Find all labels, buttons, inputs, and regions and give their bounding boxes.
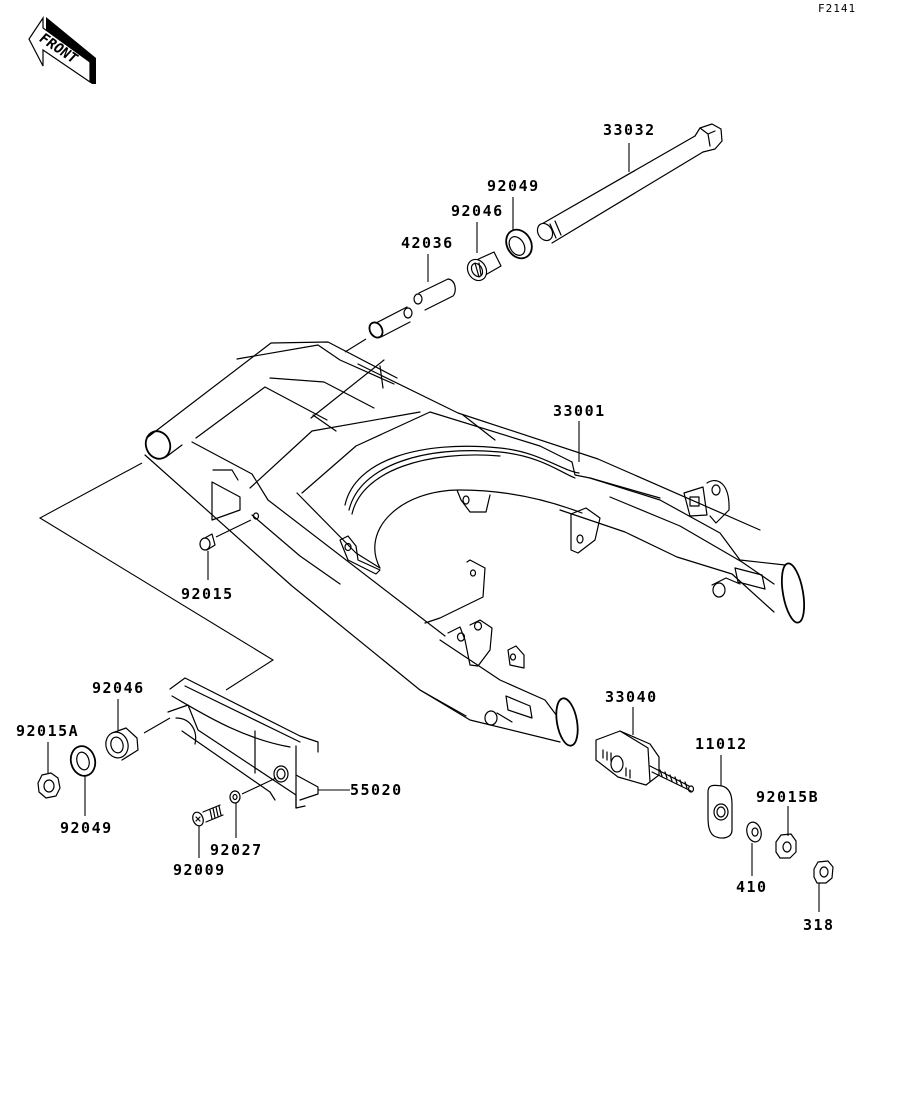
part-label-92027[interactable]: 92027: [210, 841, 263, 859]
part-label-92046-bottom[interactable]: 92046: [92, 679, 145, 697]
part-label-318[interactable]: 318: [803, 916, 835, 934]
washer-410[interactable]: [745, 821, 764, 844]
plate-11012[interactable]: [707, 784, 733, 839]
washer-92049-bottom[interactable]: [68, 743, 99, 778]
swingarm-33001[interactable]: [142, 341, 808, 747]
pivot-shaft-33032[interactable]: [534, 123, 723, 244]
screw-92009[interactable]: [191, 804, 224, 827]
chain-guide-55020[interactable]: [167, 677, 319, 809]
bearing-92046-bottom[interactable]: [103, 727, 139, 761]
part-label-92015[interactable]: 92015: [181, 585, 234, 603]
seal-92049-top[interactable]: [501, 225, 537, 263]
part-label-33032[interactable]: 33032: [603, 121, 656, 139]
part-label-92049-bottom[interactable]: 92049: [60, 819, 113, 837]
part-label-11012[interactable]: 11012: [695, 735, 748, 753]
nut-92015A[interactable]: [37, 772, 61, 799]
part-label-42036[interactable]: 42036: [401, 234, 454, 252]
part-label-33001[interactable]: 33001: [553, 402, 606, 420]
part-label-92015A[interactable]: 92015A: [16, 722, 79, 740]
adjuster-33040[interactable]: [595, 730, 695, 793]
front-arrow-icon: FRONT: [28, 16, 96, 84]
part-label-410[interactable]: 410: [736, 878, 768, 896]
nut-318[interactable]: [813, 860, 834, 884]
part-label-92015B[interactable]: 92015B: [756, 788, 819, 806]
part-label-33040[interactable]: 33040: [605, 688, 658, 706]
pin-92015[interactable]: [199, 533, 216, 551]
part-label-92046-top[interactable]: 92046: [451, 202, 504, 220]
part-label-92049-top[interactable]: 92049: [487, 177, 540, 195]
collar-42036[interactable]: [367, 278, 456, 340]
nut-92015B[interactable]: [775, 833, 797, 859]
bearing-92046-top[interactable]: [464, 251, 502, 284]
diagram-code: F2141: [818, 2, 856, 15]
part-label-55020[interactable]: 55020: [350, 781, 403, 799]
part-label-92009[interactable]: 92009: [173, 861, 226, 879]
washer-92027[interactable]: [229, 790, 241, 804]
